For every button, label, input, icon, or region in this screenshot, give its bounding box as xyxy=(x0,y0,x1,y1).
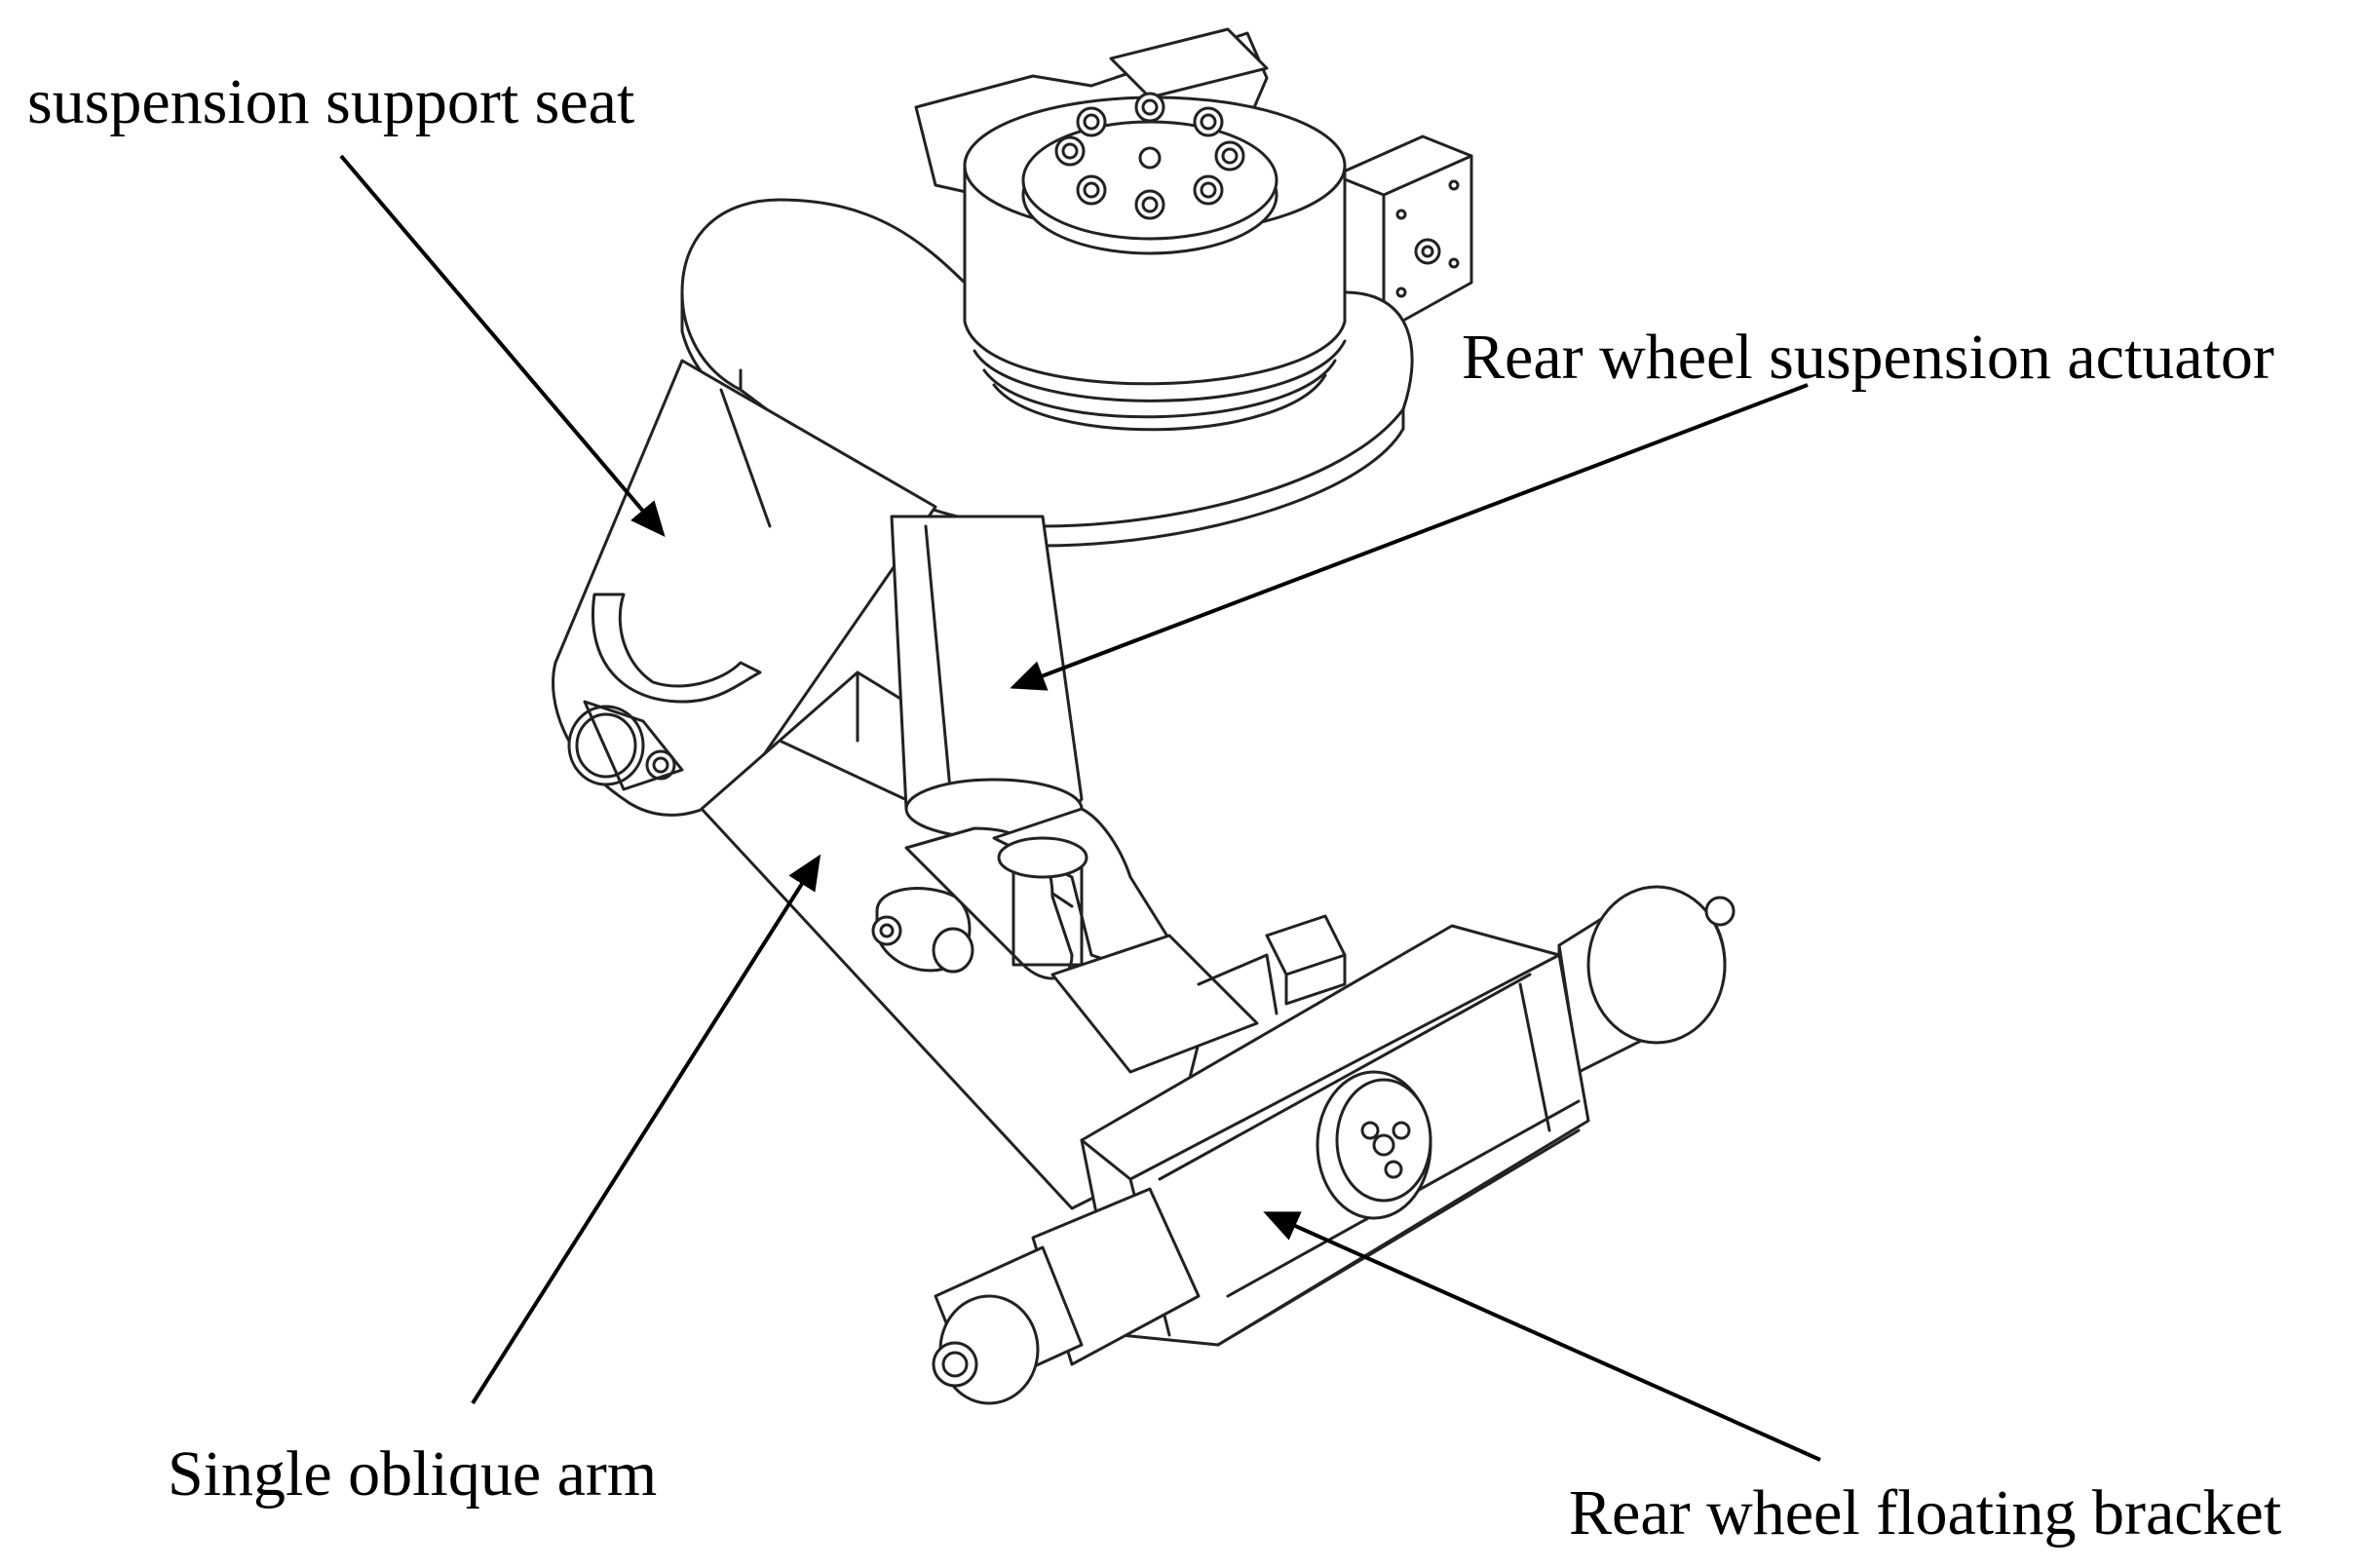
arm-mount-bolt xyxy=(871,887,974,974)
label-rear-wheel-suspension-actuator: Rear wheel suspension actuator xyxy=(1462,322,2274,393)
leader-arrows xyxy=(339,154,1821,1462)
side-mounting-block xyxy=(1333,134,1473,333)
arrow-oblique-arm xyxy=(471,854,821,1405)
label-single-oblique-arm: Single oblique arm xyxy=(168,1438,658,1510)
actuator-clevis xyxy=(904,807,1181,980)
flange-bolts xyxy=(1054,92,1245,220)
arrow-actuator xyxy=(1010,383,1809,691)
label-suspension-support-seat: suspension support seat xyxy=(27,66,635,137)
label-rear-wheel-floating-bracket: Rear wheel floating bracket xyxy=(1569,1477,2282,1549)
axle-left xyxy=(932,1187,1201,1405)
bracket-round-cover xyxy=(1316,1070,1432,1220)
arm-pivot-bolt xyxy=(567,700,684,791)
bolt-flange xyxy=(1021,92,1278,255)
arrow-support-seat xyxy=(339,154,666,538)
actuator-cylinder xyxy=(890,515,1084,840)
arrow-floating-bracket xyxy=(1263,1211,1821,1462)
axle-right xyxy=(1557,885,1736,1084)
